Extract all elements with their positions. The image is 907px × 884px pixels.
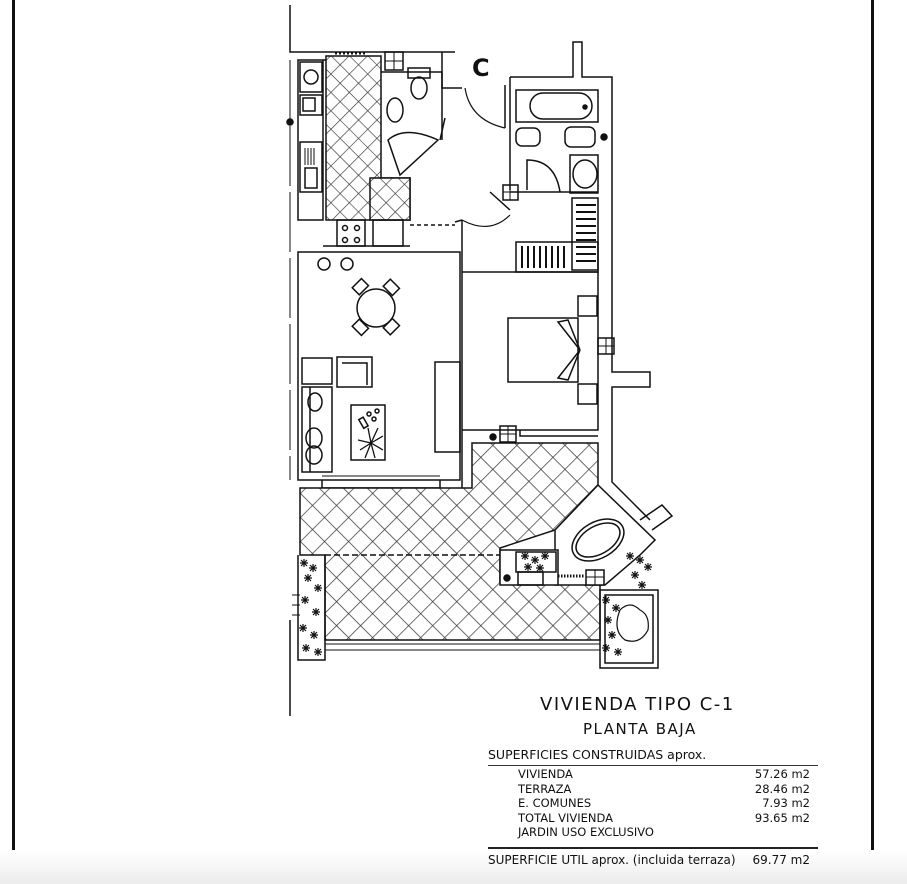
area-table: VIVIENDA 57.26 m2 TERRAZA 28.46 m2 E. CO… [488, 767, 818, 840]
entry-corridor [410, 52, 511, 488]
area-label: TOTAL VIVIENDA [518, 810, 614, 825]
usable-area-value: 69.77 m2 [752, 853, 811, 867]
toilet-room [381, 51, 446, 177]
area-label: TERRAZA [518, 781, 572, 796]
kitchen [286, 51, 411, 247]
area-row-jardin: JARDIN USO EXCLUSIVO [488, 825, 818, 840]
bedroom [462, 271, 651, 521]
garden-right [599, 589, 659, 669]
usable-area-label: SUPERFICIE UTIL aprox. (incluida terraza… [488, 853, 736, 867]
area-row-vivienda: VIVIENDA 57.26 m2 [488, 767, 818, 782]
page-border-left [12, 0, 15, 884]
area-label: JARDIN USO EXCLUSIVO [518, 825, 654, 839]
bathroom [502, 41, 613, 280]
area-row-comunes: E. COMUNES 7.93 m2 [488, 796, 818, 811]
plan-title: VIVIENDA TIPO C-1 [540, 694, 735, 715]
area-value: 28.46 m2 [754, 781, 810, 796]
area-value: 7.93 m2 [762, 796, 810, 810]
page-border-right [871, 0, 874, 884]
divider [488, 847, 818, 849]
area-value: 57.26 m2 [754, 767, 810, 781]
area-label: E. COMUNES [518, 796, 592, 810]
area-row-total: TOTAL VIVIENDA 93.65 m2 [488, 811, 818, 826]
living-dining-room [297, 251, 461, 489]
site-boundary-top [289, 5, 455, 53]
built-area-heading: SUPERFICIES CONSTRUIDAS aprox. [488, 747, 707, 762]
unit-letter-label: C [472, 54, 490, 82]
area-row-terraza: TERRAZA 28.46 m2 [488, 782, 818, 797]
page-bottom-shadow [0, 850, 907, 884]
garden-left [292, 555, 326, 661]
divider [488, 765, 818, 766]
area-label: VIVIENDA [518, 767, 573, 781]
plan-subtitle: PLANTA BAJA [583, 720, 697, 738]
area-value: 93.65 m2 [754, 810, 810, 825]
